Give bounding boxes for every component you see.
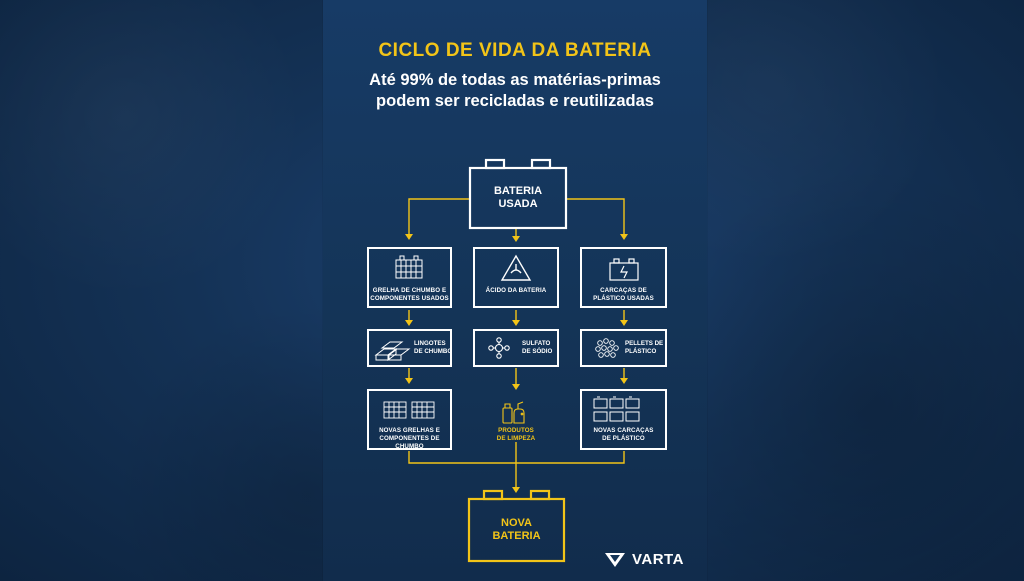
- label-used-plastic-casings: CARCAÇAS DE PLÁSTICO USADAS: [593, 287, 654, 302]
- lead-ingots-icon: [374, 341, 411, 361]
- node-sodium-sulfate: [473, 329, 559, 367]
- label-used-lead-grid: GRELHA DE CHUMBO E COMPONENTES USADOS: [370, 287, 449, 302]
- label-new-plastic-casings: NOVAS CARCAÇAS DE PLÁSTICO: [593, 427, 654, 442]
- label-new-lead-grids: NOVAS GRELHAS E COMPONENTES DE CHUMBO: [379, 427, 440, 450]
- page-subtitle: Até 99% de todas as matérias-primas pode…: [323, 70, 707, 112]
- node-plastic-pellets: [580, 329, 667, 367]
- subtitle-line-2: podem ser recicladas e reutilizadas: [376, 92, 654, 110]
- node-new-lead-grids: [367, 389, 452, 450]
- page-title: CICLO DE VIDA DA BATERIA: [378, 40, 652, 61]
- varta-logo-icon: [605, 552, 625, 567]
- new-battery-label: NOVA BATERIA: [492, 517, 541, 542]
- label-plastic-pellets: PELLETS DE PLÁSTICO: [625, 340, 664, 355]
- node-lead-ingots: [367, 329, 452, 367]
- infographic-panel: [323, 0, 707, 581]
- subtitle-line-1: Até 99% de todas as matérias-primas: [369, 71, 661, 89]
- node-used-plastic-casings: [580, 247, 667, 308]
- new-grid-icon: [383, 401, 435, 419]
- label-sodium-sulfate: SULFATO DE SÓDIO: [522, 340, 553, 355]
- new-casings-icon: [593, 396, 640, 422]
- label-lead-ingots: LINGOTES DE CHUMBO: [414, 340, 453, 355]
- pellets-icon: [595, 338, 619, 358]
- connector-top-left: [408, 198, 470, 236]
- lead-grid-icon: [395, 255, 423, 279]
- node-used-lead-grid: [367, 247, 452, 308]
- used-battery-label: BATERIA USADA: [493, 185, 543, 210]
- varta-logo: VARTA: [604, 551, 684, 568]
- battery-casing-icon: [609, 258, 639, 281]
- cleaning-products-icon: [502, 401, 525, 424]
- node-new-plastic-casings: [580, 389, 667, 450]
- varta-logo-text: VARTA: [632, 551, 684, 568]
- acid-warning-icon: [500, 254, 532, 281]
- molecule-icon: [488, 337, 510, 359]
- label-battery-acid: ÁCIDO DA BATERIA: [485, 287, 547, 294]
- label-cleaning-products: PRODUTOS DE LIMPEZA: [496, 427, 536, 442]
- node-battery-acid: [473, 247, 559, 308]
- connector-top-right: [566, 198, 625, 236]
